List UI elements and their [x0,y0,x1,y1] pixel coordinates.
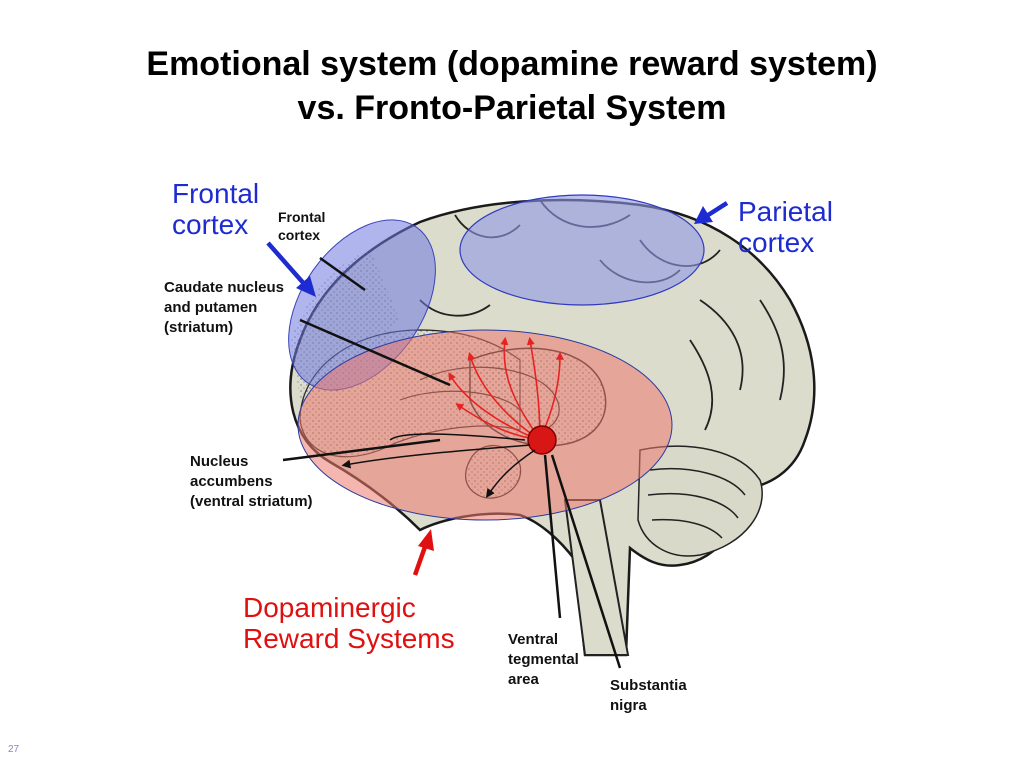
slide-number: 27 [8,744,20,755]
slide-title: Emotional system (dopamine reward system… [0,42,1024,130]
substantia-nigra-label-line-2: nigra [610,697,647,714]
parietal-cortex-label-line-1: Parietal [738,196,833,227]
leader-lines [282,256,622,669]
nucleus-accumbens-label-line-3: (ventral striatum) [190,493,313,510]
frontal-cortex-label: Frontal cortex [172,178,259,240]
frontal-cortex-label-line-1: Frontal [172,178,260,209]
cerebellum [637,445,763,557]
ventral-tegmental-label: Ventral tegmental area [508,630,579,690]
reward-callout-arrow [412,529,434,576]
frontal-cortex-anatomy-label: Frontal cortex [278,208,325,244]
parietal-cortex-label: Parietal cortex [738,196,833,258]
internal-pathways [341,433,536,498]
parietal-cortex-region [459,194,705,306]
dopaminergic-label-line-1: Dopaminergic [243,592,416,623]
caudate-label-line-2: and putamen [164,299,258,316]
ventral-tegmental-label-line-2: tegmental [508,651,579,668]
substantia-nigra-label: Substantia nigra [610,676,687,716]
frontal-callout-arrow [266,241,316,297]
frontal-cortex-anatomy-line-1: Frontal [278,209,326,225]
nucleus-accumbens-label-line-2: accumbens [190,473,273,490]
parietal-callout-arrow [694,201,729,224]
dopaminergic-label-line-2: Reward Systems [243,623,455,654]
caudate-label: Caudate nucleus and putamen (striatum) [164,278,284,338]
ventral-tegmental-label-line-3: area [508,671,539,688]
caudate-label-line-3: (striatum) [164,319,234,336]
nucleus-accumbens-label: Nucleus accumbens (ventral striatum) [190,452,313,512]
frontal-cortex-label-line-2: cortex [172,209,249,240]
frontal-cortex-anatomy-line-2: cortex [278,227,321,243]
slide-title-line-1: Emotional system (dopamine reward system… [146,45,878,83]
substantia-nigra-label-line-1: Substantia [610,677,687,694]
slide-title-line-2: vs. Fronto-Parietal System [297,89,727,127]
ventral-tegmental-label-line-1: Ventral [508,631,559,648]
parietal-cortex-label-line-2: cortex [738,227,815,258]
dopaminergic-label: Dopaminergic Reward Systems [243,592,455,654]
reward-system-region [297,329,673,521]
caudate-label-line-1: Caudate nucleus [164,279,285,296]
nucleus-accumbens-label-line-1: Nucleus [190,453,249,470]
ventral-tegmental-nucleus [527,425,557,455]
